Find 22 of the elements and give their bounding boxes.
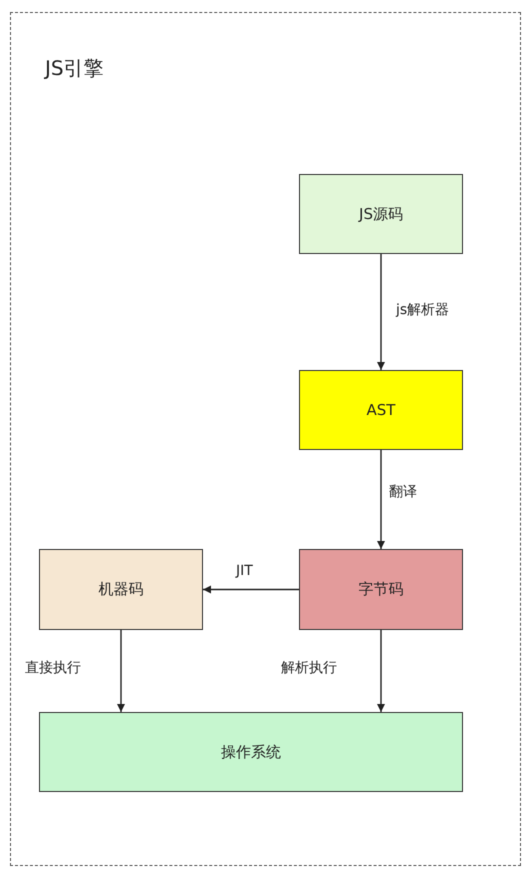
arrow (377, 630, 385, 712)
arrow (203, 586, 299, 594)
arrow (377, 254, 385, 370)
process-box (299, 549, 463, 630)
edge-label: 解析执行 (281, 659, 337, 677)
arrow (117, 630, 125, 712)
box-label: 字节码 (358, 580, 404, 599)
box-label: JS源码 (359, 204, 403, 224)
process-box (39, 712, 463, 792)
dashed-frame (10, 12, 521, 866)
process-box (299, 370, 463, 450)
edge-label: 直接执行 (25, 659, 81, 677)
box-label: 操作系统 (221, 742, 281, 762)
process-box (39, 549, 203, 630)
frame-title: JS引擎 (45, 55, 104, 82)
box-label: AST (366, 401, 396, 419)
edge-label: JIT (236, 563, 253, 579)
box-label: 机器码 (98, 580, 144, 599)
edge-label: js解析器 (396, 301, 450, 319)
process-box (299, 174, 463, 254)
edge-label: 翻译 (389, 483, 417, 501)
arrow (377, 450, 385, 549)
